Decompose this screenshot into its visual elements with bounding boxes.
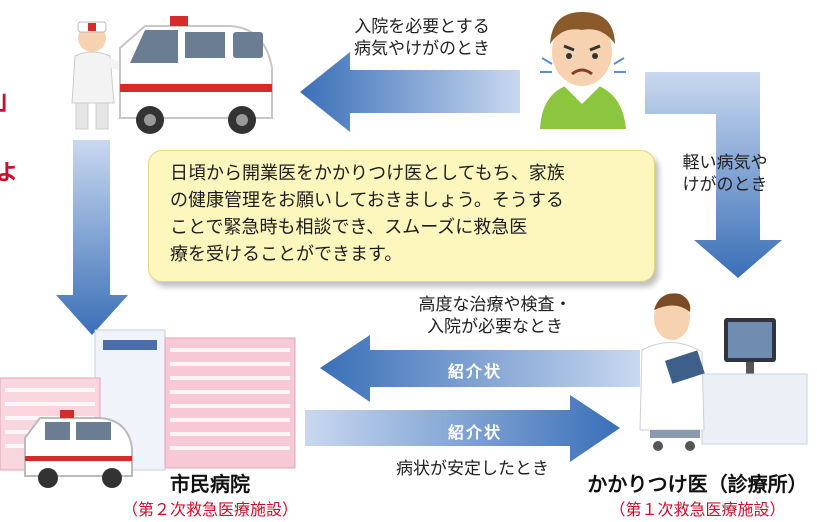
arrow-referral-to-clinic [305, 395, 620, 462]
arrow-right-down [645, 72, 782, 278]
arrow-right-down-label: 軽い病気や けがのとき [682, 153, 768, 195]
clinic-name: かかりつけ医（診療所） [587, 472, 808, 496]
arrow-referral-to-hospital [320, 335, 640, 402]
referral-badge-upper: 紹介状 [447, 362, 502, 381]
hospital-category: （第２次救急医療施設） [121, 500, 298, 519]
lower-arrow-label: 病状が安定したとき [396, 459, 549, 479]
arrow-left-down [56, 140, 128, 335]
hospital-name: 市民病院 [170, 472, 250, 496]
arrow-top-left [300, 52, 520, 132]
arrow-top-left-label: 入院を必要とする 病気やけがのとき [354, 17, 490, 59]
referral-badge-lower: 紹介状 [447, 423, 502, 442]
hospital-illustration [0, 329, 296, 488]
advice-note [148, 150, 655, 282]
worried-man-icon [540, 12, 626, 129]
upper-arrow-label: 高度な治療や検査・ 入院が必要なとき [418, 295, 572, 337]
paramedic-icon [71, 21, 137, 130]
paramedic-ambulance-illustration [71, 16, 273, 134]
clinic-category: （第１次救急医療施設） [609, 500, 786, 519]
cropped-title-glyph: ょ [0, 156, 21, 186]
doctor-at-desk-icon [639, 293, 808, 451]
ambulance-icon [119, 16, 273, 134]
small-ambulance-icon [24, 410, 133, 488]
advice-note-text: 日頃から開業医をかかりつけ医としてもち、家族 の健康管理をお願いしておきましょう… [170, 163, 565, 265]
cropped-title-bracket: 」 [0, 80, 22, 117]
